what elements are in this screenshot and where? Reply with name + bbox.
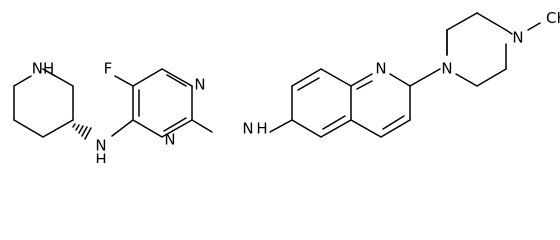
atom-label-N-piperazine-2: N	[512, 29, 523, 47]
molecule-drawing: NH F N N N H N H N N N CH3	[13, 9, 560, 164]
atom-label-H-right: H	[256, 120, 267, 138]
atom-label-N-right: N	[242, 120, 253, 138]
atom-label-N-pyr-bottom: N	[164, 131, 175, 149]
atom-label-N-piperazine-1: N	[441, 60, 452, 78]
bond-lines	[13, 12, 541, 140]
atom-label-N-quinoline: N	[375, 60, 386, 78]
atom-label-N-left: N	[95, 137, 106, 155]
atom-labels: NH F N N N H N H N N N CH3	[32, 9, 560, 164]
atom-label-F: F	[104, 60, 113, 78]
methyl-CH: CH	[546, 9, 560, 27]
stereo-hash-bond	[72, 123, 92, 140]
atom-label-N-pyr-top: N	[194, 76, 205, 94]
atom-label-H-left: H	[95, 151, 106, 164]
atom-label-NH-ring: NH	[32, 60, 55, 78]
atom-label-methyl: CH3	[546, 9, 560, 29]
chemical-structure: NH F N N N H N H N N N CH3	[13, 9, 560, 164]
